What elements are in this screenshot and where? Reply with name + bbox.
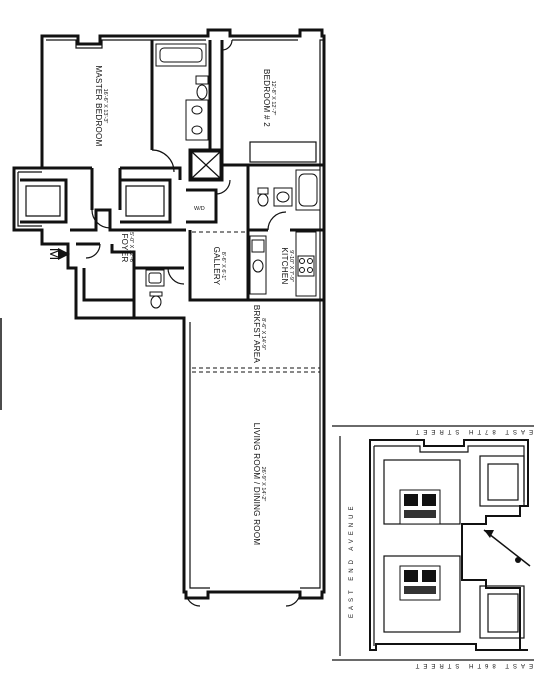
street-top-label: EAST 87TH STREET (412, 428, 533, 434)
apartment-walls (12, 28, 326, 600)
kitchen-name: KITCHEN (280, 247, 289, 284)
kitchen-dims: 9'-10" X 7'-9" (288, 250, 294, 282)
avenue-label: EAST END AVENUE (349, 503, 355, 618)
master-bedroom-name: MASTER BEDROOM (94, 65, 103, 146)
brkfst-area-dims: 8'-6" X 14'-9" (260, 318, 266, 350)
entry-arrow-icon (58, 248, 70, 260)
north-arrow-icon (483, 529, 531, 567)
foyer-dims: 5'-0" X 12'-6" (128, 232, 134, 264)
bedroom2-name: BEDROOM # 2 (262, 69, 271, 127)
key-plan: EAST 87TH STREET EAST END AVENUE EAST 86… (332, 425, 534, 668)
living-dining-dims: 26'-9" X 14'-2" (260, 467, 266, 502)
doors (85, 39, 301, 607)
living-dining-name: LIVING ROOM / DINING ROOM (252, 423, 261, 546)
bedroom2-dims: 12'-8" X 12'-7" (270, 81, 276, 116)
entry-marker: M (46, 248, 70, 260)
gallery-dims: 8'-6" X 6'-1" (220, 252, 226, 281)
room-labels: MASTER BEDROOM 16'-6" X 13'-3" BEDROOM #… (94, 65, 294, 545)
brkfst-area-name: BRKFST AREA (252, 305, 261, 364)
fixtures: W/D (145, 43, 321, 309)
wd-label: W/D (194, 206, 205, 212)
street-bottom-label: EAST 86TH STREET (412, 662, 533, 668)
gallery-name: GALLERY (212, 247, 221, 286)
foyer-name: FOYER (120, 233, 129, 262)
master-bedroom-dims: 16'-6" X 13'-3" (102, 89, 108, 124)
